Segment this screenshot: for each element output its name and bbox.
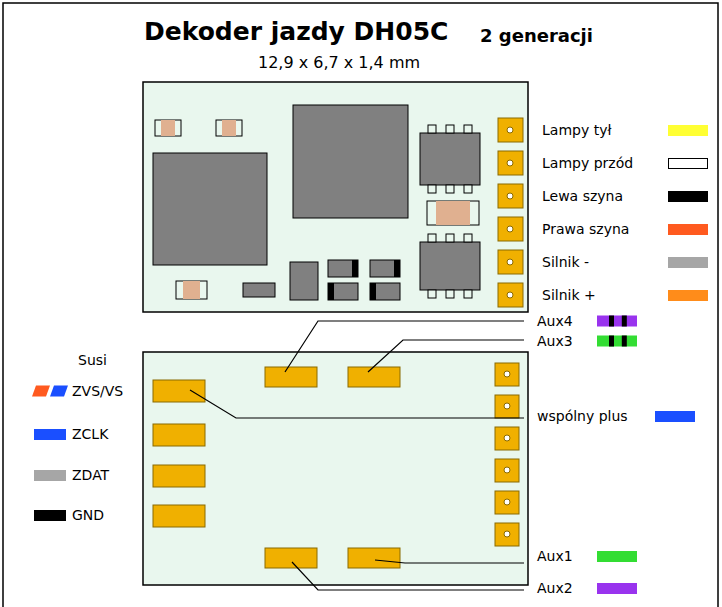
legend-label: ZDAT — [70, 467, 111, 484]
subtitle-generation: 2 generacji — [480, 25, 593, 47]
legend-label: Lampy przód — [540, 155, 635, 172]
legend-label: Silnik + — [540, 287, 598, 304]
legend-label: Aux2 — [535, 580, 575, 597]
legend-swatch — [668, 125, 708, 136]
legend-swatch — [668, 257, 708, 268]
legend-pattern-swatch — [597, 316, 637, 327]
legend-swatch — [597, 583, 637, 594]
legend-swatch — [34, 470, 66, 481]
legend-swatch — [34, 510, 66, 521]
bus-heading: Susi — [78, 352, 107, 369]
frame — [3, 3, 718, 607]
leader-lines — [190, 321, 524, 590]
legend-swatch — [668, 290, 708, 301]
top-board — [143, 82, 528, 312]
legend-label: Aux4 — [535, 313, 575, 330]
legend-swatch — [668, 191, 708, 202]
title: Dekoder jazdy DH05C — [144, 17, 448, 47]
legend-label: GND — [70, 507, 106, 524]
legend-swatch — [668, 224, 708, 235]
legend-pattern-swatch — [597, 336, 637, 347]
legend-label: wspólny plus — [535, 408, 630, 425]
legend-label: Silnik - — [540, 254, 591, 271]
legend-label: Aux3 — [535, 333, 575, 350]
legend-swatch — [34, 429, 66, 440]
legend-swatch — [668, 158, 708, 169]
legend-label: Prawa szyna — [540, 221, 631, 238]
bottom-board — [143, 352, 528, 585]
legend-label: Aux1 — [535, 548, 575, 565]
legend-pattern-swatch — [32, 386, 68, 397]
legend-label: Lampy tył — [540, 122, 613, 139]
legend-label: ZVS/VS — [70, 383, 125, 400]
legend-label: Lewa szyna — [540, 188, 625, 205]
legend-label: ZCLK — [70, 426, 110, 443]
dimensions: 12,9 x 6,7 x 1,4 mm — [258, 53, 420, 72]
legend-swatch — [597, 551, 637, 562]
legend-swatch — [655, 411, 695, 422]
